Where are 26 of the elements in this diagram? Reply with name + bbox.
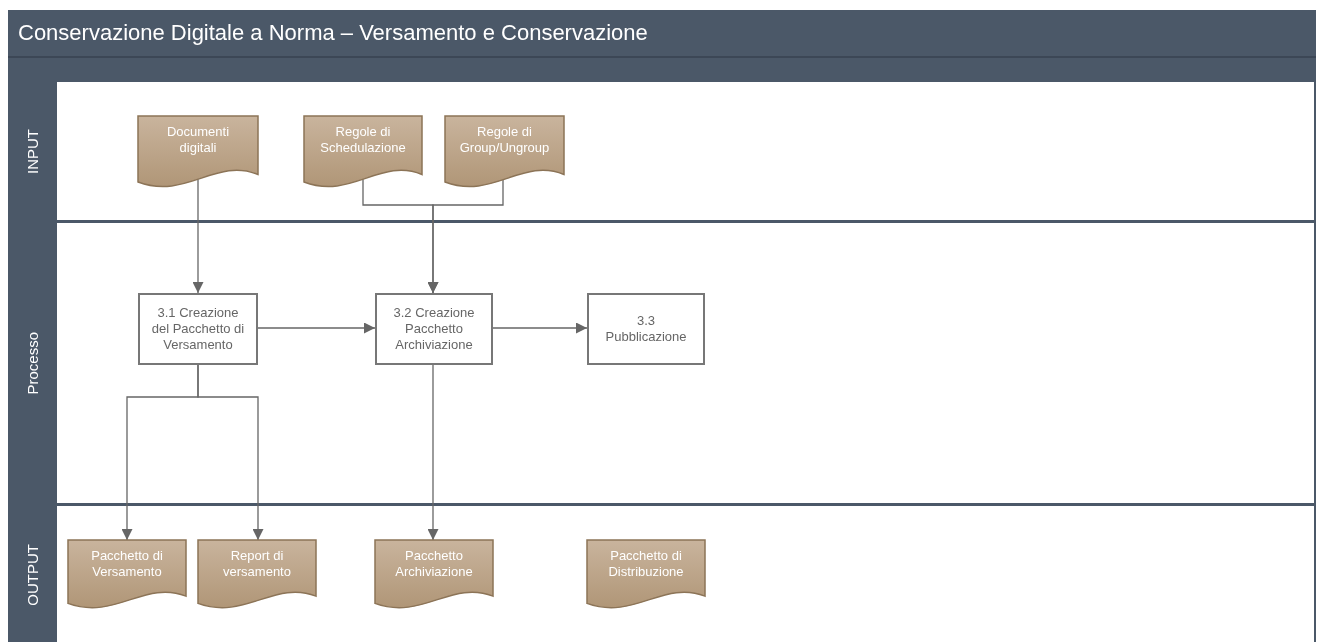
lane-label: INPUT <box>24 128 41 174</box>
diagram-title: Conservazione Digitale a Norma – Versamento e Conservazione <box>18 20 648 46</box>
process-box <box>375 293 493 365</box>
document-label: Report di versamento <box>222 548 292 580</box>
swimlane <box>8 506 1316 642</box>
arrow <box>427 364 439 541</box>
lane-label: OUTPUT <box>24 543 41 606</box>
arrow <box>492 322 588 334</box>
document-label: Documenti digitali <box>165 124 231 156</box>
process-label: 3.3 Pubblicazione <box>604 313 688 345</box>
document-label: Pacchetto di Versamento <box>90 548 164 580</box>
arrow <box>257 322 376 334</box>
document-label: Pacchetto di Distribuzione <box>607 548 685 580</box>
process-label: 3.2 Creazione Pacchetto Archiviazione <box>392 305 476 353</box>
process-box <box>138 293 258 365</box>
document-label: Regole di Schedulazione <box>319 124 407 156</box>
arrow <box>192 178 204 294</box>
document-label: Pacchetto Archiviazione <box>394 548 474 580</box>
arrow <box>197 364 264 541</box>
lane-label: Processo <box>24 331 41 395</box>
swimlane <box>8 223 1316 506</box>
swimlane <box>8 82 1316 223</box>
process-box <box>587 293 705 365</box>
document-label: Regole di Group/Ungroup <box>458 124 551 156</box>
arrow <box>427 179 504 294</box>
process-label: 3.1 Creazione del Pacchetto di Versamento <box>150 305 246 353</box>
